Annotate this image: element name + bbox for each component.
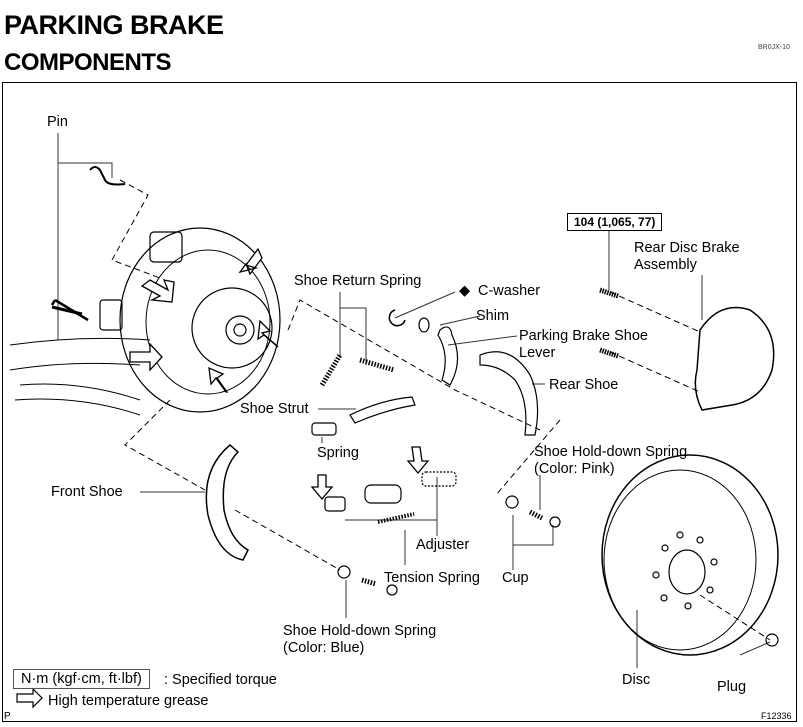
label-front-shoe: Front Shoe [51, 484, 123, 500]
legend-torque-desc: : Specified torque [164, 672, 277, 688]
c-washer-part [388, 309, 406, 327]
page-title: PARKING BRAKE [4, 10, 224, 40]
torque-spec-box: 104 (1,065, 77) [567, 213, 663, 231]
rear-disc-brake-part [694, 306, 775, 411]
spring-part [311, 422, 337, 436]
legend-torque-unit: N·m (kgf·cm, ft·lbf) [13, 669, 150, 689]
label-cup: Cup [502, 570, 529, 586]
label-rear-disc-brake: Rear Disc Brake [634, 240, 740, 256]
label-tension-spring: Tension Spring [384, 570, 480, 586]
dashed-lines [111, 179, 771, 641]
grease-legend-arrow [16, 687, 43, 709]
c-washer-marker-icon: ◆ [459, 283, 471, 299]
pin-rod [51, 305, 83, 316]
front-shoe-part [205, 444, 249, 561]
page-mark: P [4, 711, 11, 722]
label-shoe-return-spring: Shoe Return Spring [294, 273, 422, 289]
legend-grease-desc: High temperature grease [48, 693, 209, 709]
label-hold-down-spring-pink-line2: (Color: Pink) [534, 461, 615, 477]
label-pin: Pin [47, 114, 68, 130]
label-parking-brake-shoe-lever-line2: Lever [519, 345, 556, 361]
label-shoe-strut: Shoe Strut [240, 401, 309, 417]
section-title: COMPONENTS [4, 49, 172, 76]
label-parking-brake-shoe-lever: Parking Brake Shoe [519, 328, 648, 344]
label-plug: Plug [717, 679, 747, 695]
diagram-frame [2, 82, 797, 722]
figure-id: F12336 [761, 711, 792, 721]
plug-part [765, 633, 779, 647]
grease-arrows-adjuster [310, 446, 430, 501]
disc-part [601, 454, 779, 656]
label-spring: Spring [317, 445, 359, 461]
adjuster-parts [324, 471, 457, 524]
label-rear-disc-brake-line2: Assembly [634, 257, 697, 273]
shoe-return-springs [319, 353, 395, 387]
label-hold-down-spring-pink: Shoe Hold-down Spring [534, 444, 688, 460]
backing-plate-assembly [9, 227, 281, 416]
pin-clip [89, 166, 126, 186]
document-code: BR0JX-10 [758, 44, 790, 51]
shim-part [418, 317, 430, 333]
label-adjuster: Adjuster [416, 537, 470, 553]
label-hold-down-spring-blue-line2: (Color: Blue) [283, 640, 365, 656]
label-c-washer: C-washer [478, 283, 541, 299]
caliper-bolts [599, 287, 619, 359]
label-shim: Shim [476, 308, 510, 324]
leader-lines [57, 133, 771, 668]
label-rear-shoe: Rear Shoe [549, 377, 619, 393]
parking-brake-lever-part [437, 326, 459, 386]
label-disc: Disc [622, 672, 651, 688]
hold-down-parts [337, 495, 561, 596]
label-hold-down-spring-blue: Shoe Hold-down Spring [283, 623, 437, 639]
rear-shoe-part [479, 351, 539, 436]
shoe-strut-part [349, 396, 416, 424]
grease-arrows-left [129, 247, 279, 393]
